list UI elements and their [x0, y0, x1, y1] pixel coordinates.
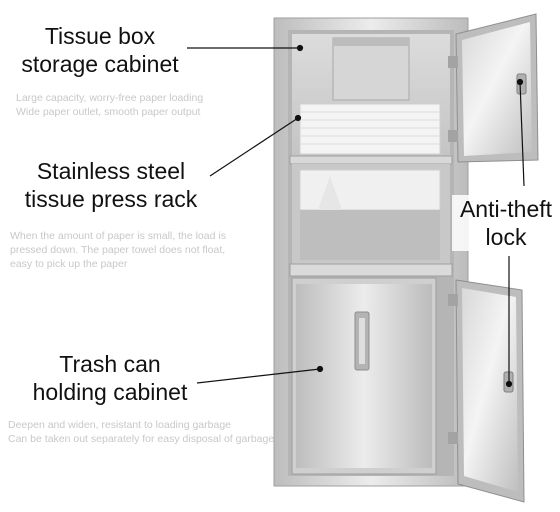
desc-line: Large capacity, worry-free paper loading	[16, 92, 204, 104]
upper-door-hinge	[448, 56, 458, 68]
upper-door	[448, 13, 539, 163]
desc-line: Deepen and widen, resistant to loading g…	[8, 419, 231, 431]
desc-line: pressed down. The paper towel does not f…	[10, 244, 226, 256]
label-trash: Trash can holding cabinet	[20, 350, 200, 406]
paper-stack	[299, 103, 441, 155]
label-line: tissue press rack	[24, 186, 198, 212]
label-line: holding cabinet	[32, 379, 188, 405]
label-tissue-box: Tissue box storage cabinet	[14, 22, 186, 78]
press-rack-shelf	[289, 155, 453, 165]
paper-outlet-panel	[332, 37, 410, 101]
label-line: Trash can	[59, 351, 161, 377]
lower-door	[448, 279, 525, 503]
desc-line: Wide paper outlet, smooth paper output	[16, 106, 201, 118]
label-press-rack: Stainless steel tissue press rack	[6, 157, 216, 213]
desc-tissue-box: Large capacity, worry-free paper loading…	[16, 91, 203, 119]
label-line: Stainless steel	[36, 158, 186, 184]
trash-can	[291, 277, 437, 475]
label-line: storage cabinet	[21, 51, 179, 77]
desc-press-rack: When the amount of paper is small, the l…	[10, 229, 226, 271]
desc-trash: Deepen and widen, resistant to loading g…	[8, 418, 274, 446]
label-line: Anti-theft	[459, 196, 553, 222]
desc-line: When the amount of paper is small, the l…	[10, 230, 226, 242]
desc-line: easy to pick up the paper	[10, 258, 128, 270]
label-lock: Anti-theft lock	[452, 195, 560, 251]
callout-lines	[187, 44, 525, 388]
desc-line: Can be taken out separately for easy dis…	[8, 433, 275, 445]
label-line: lock	[485, 224, 527, 250]
label-line: Tissue box	[44, 23, 156, 49]
